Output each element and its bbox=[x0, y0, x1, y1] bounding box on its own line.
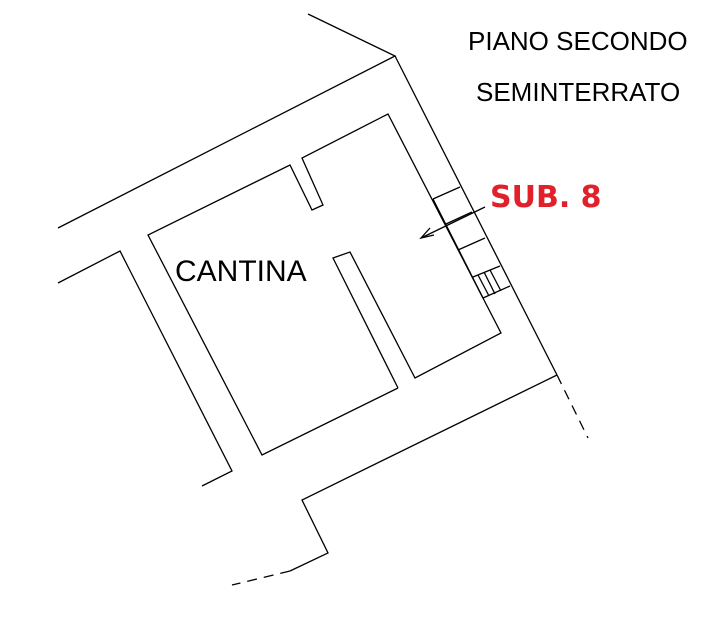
outer-wall-right bbox=[394, 55, 558, 376]
unit-label: SUB. 8 bbox=[490, 180, 602, 215]
floor-title: PIANO SECONDO bbox=[468, 26, 688, 56]
outer-wall-right-dashed bbox=[556, 374, 589, 439]
room-label-cantina: CANTINA bbox=[175, 255, 307, 288]
window-openings bbox=[432, 186, 511, 299]
outer-wall-bottom-dashed bbox=[231, 570, 291, 586]
outer-wall-left bbox=[57, 250, 233, 487]
pointer-arrow bbox=[419, 206, 486, 240]
outer-wall-bottom bbox=[289, 374, 558, 572]
cantina-walls bbox=[147, 113, 502, 456]
floor-subtitle: SEMINTERRATO bbox=[476, 77, 681, 107]
